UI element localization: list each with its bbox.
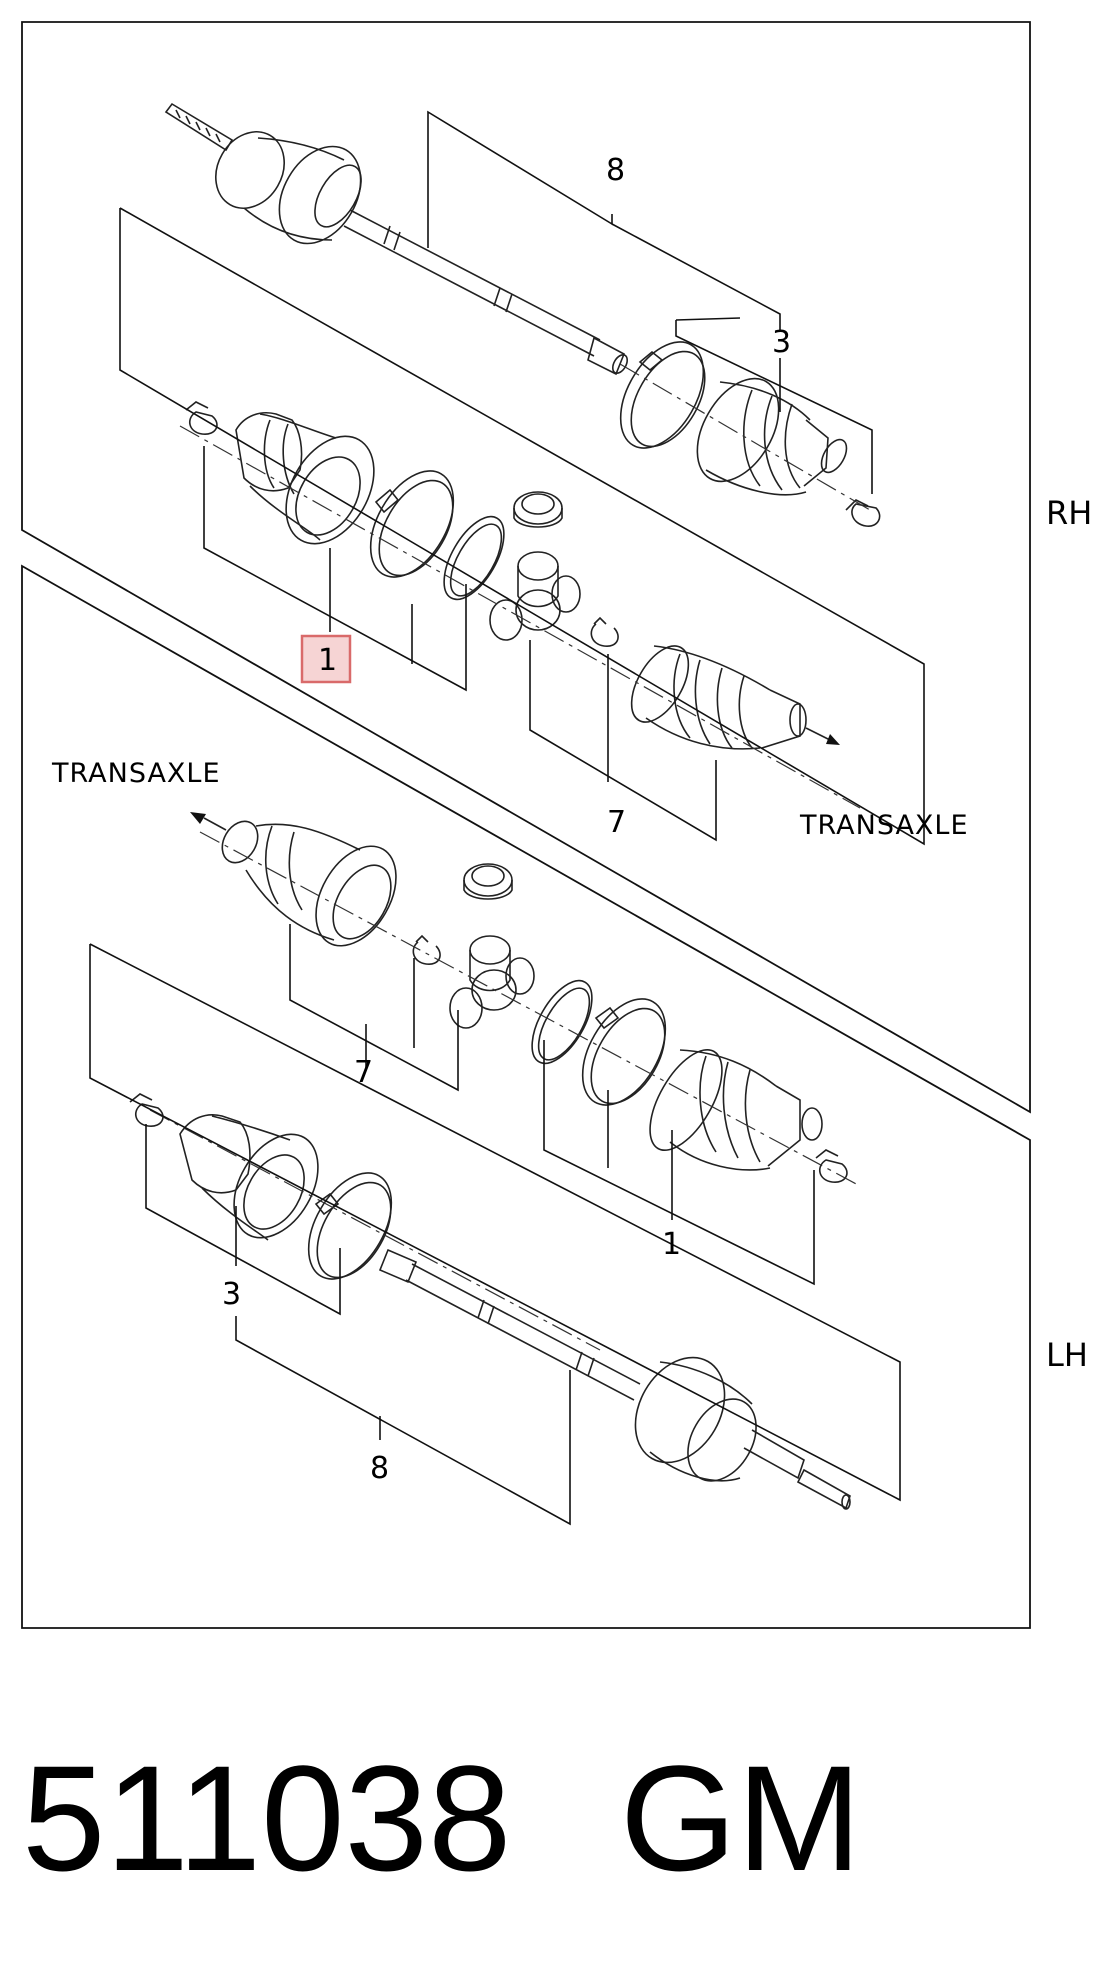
- lh-center-axis: [199, 831, 861, 1187]
- part-number: 511038: [22, 1734, 511, 1902]
- callout-lh-outer-boot: 3: [222, 1277, 241, 1312]
- lh-panel-frame: [21, 564, 1031, 1629]
- rh-snap-ring: [443, 515, 505, 601]
- callout-rh-outer-kit: 1: [318, 643, 337, 678]
- lh-axle-shaft: [378, 1248, 851, 1510]
- lh-inner-boot-transaxle: [221, 820, 397, 947]
- rh-small-clamp-right: [845, 499, 881, 527]
- callout-rh-shaft: 8: [606, 153, 625, 188]
- lh-boot: [649, 1048, 823, 1171]
- transaxle-label-right: TRANSAXLE: [799, 810, 969, 841]
- rh-spacer-ring: [513, 491, 563, 528]
- rh-center-axis: [179, 425, 861, 809]
- lh-leader-lines: [89, 924, 901, 1526]
- rh-boot-clamp: [369, 470, 455, 578]
- callout-rh-inner-kit: 7: [607, 805, 626, 840]
- rh-outer-boot: [696, 377, 848, 496]
- side-label-rh: RH: [1046, 494, 1092, 532]
- brand-label: GM: [620, 1734, 862, 1902]
- rh-small-clamp-left: [185, 401, 218, 435]
- lh-outer-boot-clamp: [307, 1172, 393, 1280]
- rh-panel-frame: [21, 21, 1031, 1114]
- callout-lh-shaft: 8: [370, 1451, 389, 1486]
- lh-small-clamp-left: [129, 1093, 164, 1127]
- rh-tripod-joint: [489, 551, 581, 641]
- side-label-lh: LH: [1046, 1336, 1088, 1374]
- callout-rh-outer-kit-highlight[interactable]: 1: [300, 634, 352, 684]
- rh-shaft-axis: [619, 363, 871, 511]
- lh-boot-clamp: [581, 998, 667, 1106]
- callout-rh-outer-boot: 3: [772, 325, 791, 360]
- callout-lh-inner-kit: 7: [354, 1055, 373, 1090]
- lh-retaining-clip: [412, 934, 441, 965]
- rh-outer-boot-clamp: [619, 341, 706, 449]
- lh-spacer-ring: [463, 863, 513, 900]
- rh-axle-shaft: [164, 102, 629, 376]
- lh-transaxle-arrow: [190, 812, 227, 831]
- transaxle-label-left: TRANSAXLE: [51, 758, 221, 789]
- lh-snap-ring: [531, 979, 593, 1065]
- callout-lh-boot: 1: [662, 1227, 681, 1262]
- rh-inner-boot: [235, 412, 375, 545]
- rh-leader-lines: [119, 110, 925, 846]
- lh-shaft-axis: [149, 1109, 601, 1351]
- rh-transaxle-arrow: [805, 727, 840, 745]
- lh-tripod-joint: [449, 935, 535, 1029]
- lh-outer-boot: [179, 1114, 319, 1241]
- rh-retaining-clip: [590, 616, 619, 647]
- lh-small-clamp-right: [815, 1149, 848, 1183]
- rh-inner-boot-transaxle: [630, 645, 807, 750]
